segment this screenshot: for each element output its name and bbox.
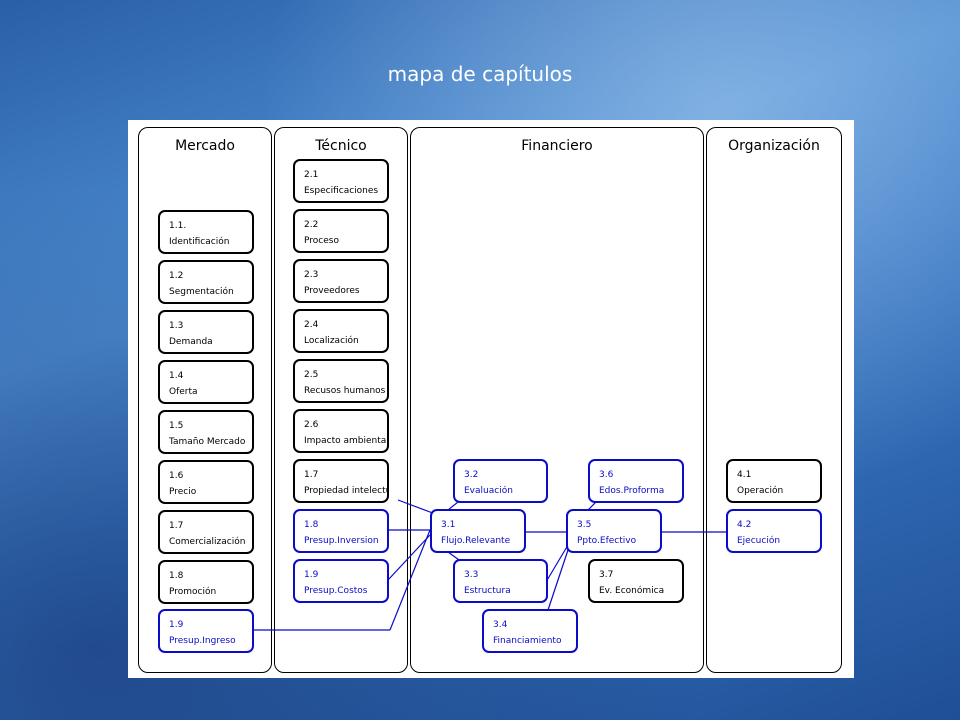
box-1-9-presup-ingreso: 1.9 Presup.Ingreso — [158, 609, 254, 653]
box-number: 3.5 — [577, 520, 592, 530]
box-3-4-financiamiento: 3.4 Financiamiento — [482, 609, 578, 653]
box-label: Presup.Ingreso — [169, 636, 236, 646]
box-number: 1.6 — [169, 471, 184, 481]
box-2-5: 2.5 Recusos humanos — [293, 359, 389, 403]
box-number: 1.1. — [169, 221, 187, 231]
column-title-organizacion: Organización — [728, 138, 820, 154]
box-1-3: 1.3 Demanda — [158, 310, 254, 354]
column-financiero: Financiero — [410, 127, 704, 673]
box-number: 2.2 — [304, 220, 319, 230]
column-title-mercado: Mercado — [175, 138, 235, 154]
column-organizacion: Organización — [706, 127, 842, 673]
box-number: 4.1 — [737, 470, 752, 480]
box-1-6: 1.6 Precio — [158, 460, 254, 504]
box-number: 2.6 — [304, 420, 319, 430]
box-label: Especificaciones — [304, 186, 379, 196]
column-title-tecnico: Técnico — [315, 138, 367, 154]
box-1-4: 1.4 Oferta — [158, 360, 254, 404]
box-2-6: 2.6 Impacto ambiental — [293, 409, 389, 453]
box-number: 3.1 — [441, 520, 456, 530]
box-3-6-edos-proforma: 3.6 Edos.Proforma — [588, 459, 684, 503]
column-mercado: Mercado — [138, 127, 272, 673]
box-1-2: 1.2 Segmentación — [158, 260, 254, 304]
box-label: Localización — [304, 336, 359, 346]
box-4-2-ejecucion: 4.2 Ejecución — [726, 509, 822, 553]
box-1-1: 1.1. Identificación — [158, 210, 254, 254]
box-1-8: 1.8 Promoción — [158, 560, 254, 604]
box-number: 1.8 — [304, 520, 319, 530]
box-1-8-presup-inversion: 1.8 Presup.Inversion — [293, 509, 389, 553]
box-label: Evaluación — [464, 486, 513, 496]
box-number: 1.4 — [169, 371, 184, 381]
connector-costos-flujo — [387, 534, 431, 581]
box-number: 2.4 — [304, 320, 319, 330]
box-number: 2.3 — [304, 270, 319, 280]
box-number: 2.5 — [304, 370, 319, 380]
box-number: 1.7 — [169, 521, 184, 531]
box-3-7-ev-economica: 3.7 Ev. Económica — [588, 559, 684, 603]
box-2-4: 2.4 Localización — [293, 309, 389, 353]
connector-financiamiento-ppto — [547, 549, 569, 611]
box-label: Presup.Costos — [304, 586, 368, 596]
box-2-2: 2.2 Proceso — [293, 209, 389, 253]
box-1-9-presup-costos: 1.9 Presup.Costos — [293, 559, 389, 603]
box-1-5: 1.5 Tamaño Mercado — [158, 410, 254, 454]
box-number: 3.7 — [599, 570, 614, 580]
box-number: 4.2 — [737, 520, 752, 530]
box-number: 2.1 — [304, 170, 319, 180]
box-label: Impacto ambiental — [304, 436, 389, 446]
box-1-7-propiedad: 1.7 Propiedad intelectual — [293, 459, 389, 503]
box-2-3: 2.3 Proveedores — [293, 259, 389, 303]
box-number: 3.2 — [464, 470, 479, 480]
box-label: Presup.Inversion — [304, 536, 379, 546]
box-number: 1.7 — [304, 470, 319, 480]
box-number: 3.4 — [493, 620, 508, 630]
box-3-3-estructura: 3.3 Estructura — [453, 559, 548, 603]
box-number: 3.3 — [464, 570, 479, 580]
box-label: Segmentación — [169, 287, 234, 297]
box-number: 1.8 — [169, 571, 184, 581]
box-label: Precio — [169, 487, 197, 497]
chapter-map-panel: Mercado Técnico Financiero Organización … — [128, 120, 854, 678]
box-label: Flujo.Relevante — [441, 536, 511, 546]
box-number: 1.9 — [304, 570, 319, 580]
box-label: Demanda — [169, 337, 213, 347]
box-4-1-operacion: 4.1 Operación — [726, 459, 822, 503]
box-2-1: 2.1 Especificaciones — [293, 159, 389, 203]
box-label: Ppto.Efectivo — [577, 536, 637, 546]
box-label: Proveedores — [304, 286, 360, 296]
box-label: Tamaño Mercado — [169, 437, 246, 447]
box-label: Identificación — [169, 237, 230, 247]
column-tecnico: Técnico — [274, 127, 408, 673]
box-3-1-flujo-relevante: 3.1 Flujo.Relevante — [430, 509, 526, 553]
box-label: Comercialización — [169, 537, 246, 547]
box-3-5-ppto-efectivo: 3.5 Ppto.Efectivo — [566, 509, 662, 553]
box-number: 3.6 — [599, 470, 614, 480]
box-1-7: 1.7 Comercialización — [158, 510, 254, 554]
box-number: 1.9 — [169, 620, 184, 630]
box-label: Propiedad intelectual — [304, 486, 387, 496]
box-number: 1.3 — [169, 321, 184, 331]
slide-title: mapa de capítulos — [387, 62, 573, 86]
box-label: Proceso — [304, 236, 339, 246]
box-number: 1.2 — [169, 271, 184, 281]
box-label: Operación — [737, 486, 784, 496]
box-number: 1.5 — [169, 421, 184, 431]
box-label: Promoción — [169, 587, 217, 597]
box-label: Edos.Proforma — [599, 486, 665, 496]
connector-estructura-ppto — [545, 544, 569, 583]
box-label: Estructura — [464, 586, 511, 596]
box-label: Financiamiento — [493, 636, 562, 646]
connector-ingreso-flujo — [389, 529, 431, 631]
box-3-2-evaluacion: 3.2 Evaluación — [453, 459, 548, 503]
column-title-financiero: Financiero — [521, 138, 593, 154]
box-label: Ev. Económica — [599, 586, 665, 596]
box-label: Ejecución — [737, 536, 781, 546]
box-label: Recusos humanos — [304, 386, 386, 396]
box-label: Oferta — [169, 387, 198, 397]
